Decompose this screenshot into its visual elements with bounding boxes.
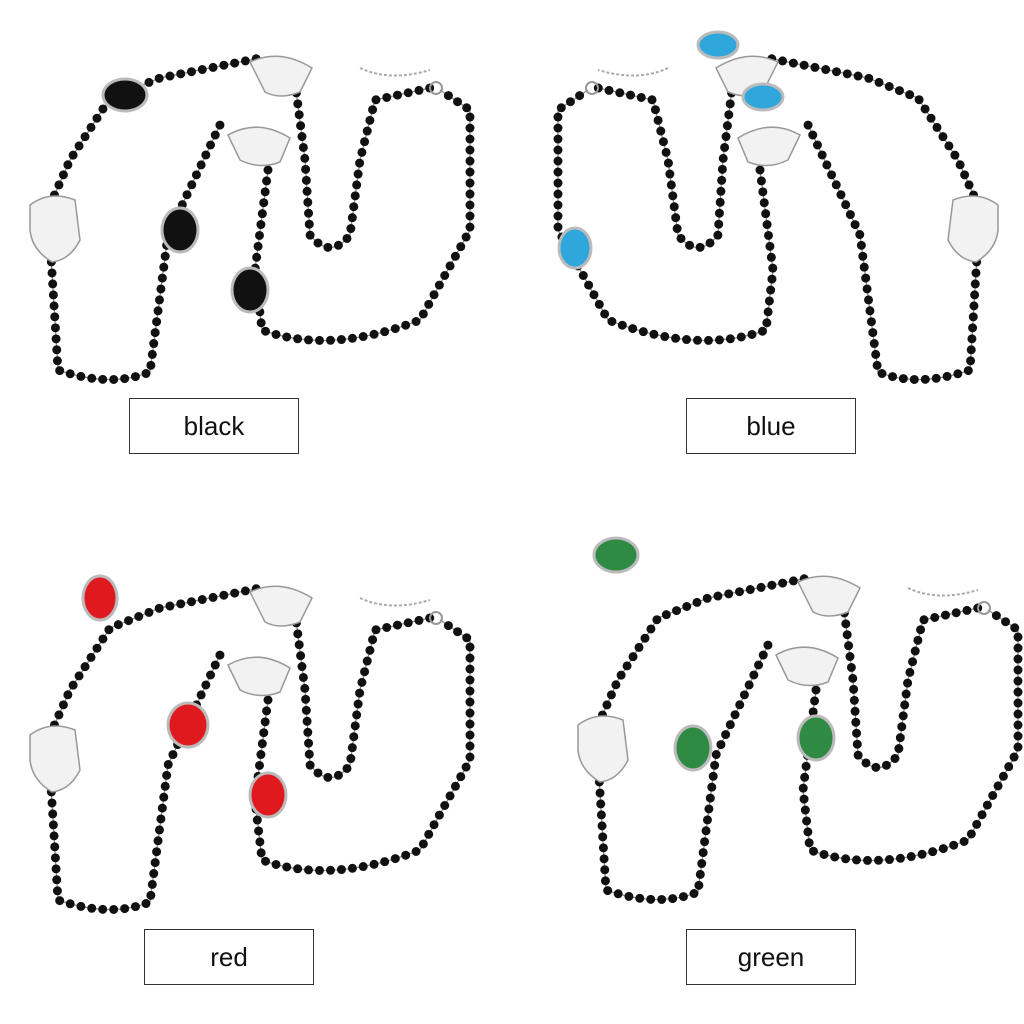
- necklace-blue: [557, 30, 998, 380]
- label-blue: blue: [686, 398, 856, 454]
- stone: [696, 30, 740, 60]
- stone: [166, 701, 210, 749]
- stone: [592, 536, 640, 574]
- label-black: black: [129, 398, 299, 454]
- label-red: red: [144, 929, 314, 985]
- stone: [101, 77, 149, 113]
- stone: [160, 206, 200, 254]
- necklace-red: [30, 574, 470, 910]
- stone: [557, 226, 593, 270]
- necklace-green: [578, 536, 1018, 900]
- stone: [248, 771, 288, 819]
- stone: [796, 714, 836, 762]
- stone: [741, 82, 785, 112]
- stone: [673, 724, 713, 772]
- stone: [230, 266, 270, 314]
- label-green: green: [686, 929, 856, 985]
- stone: [81, 574, 119, 622]
- necklace-black: [30, 56, 470, 379]
